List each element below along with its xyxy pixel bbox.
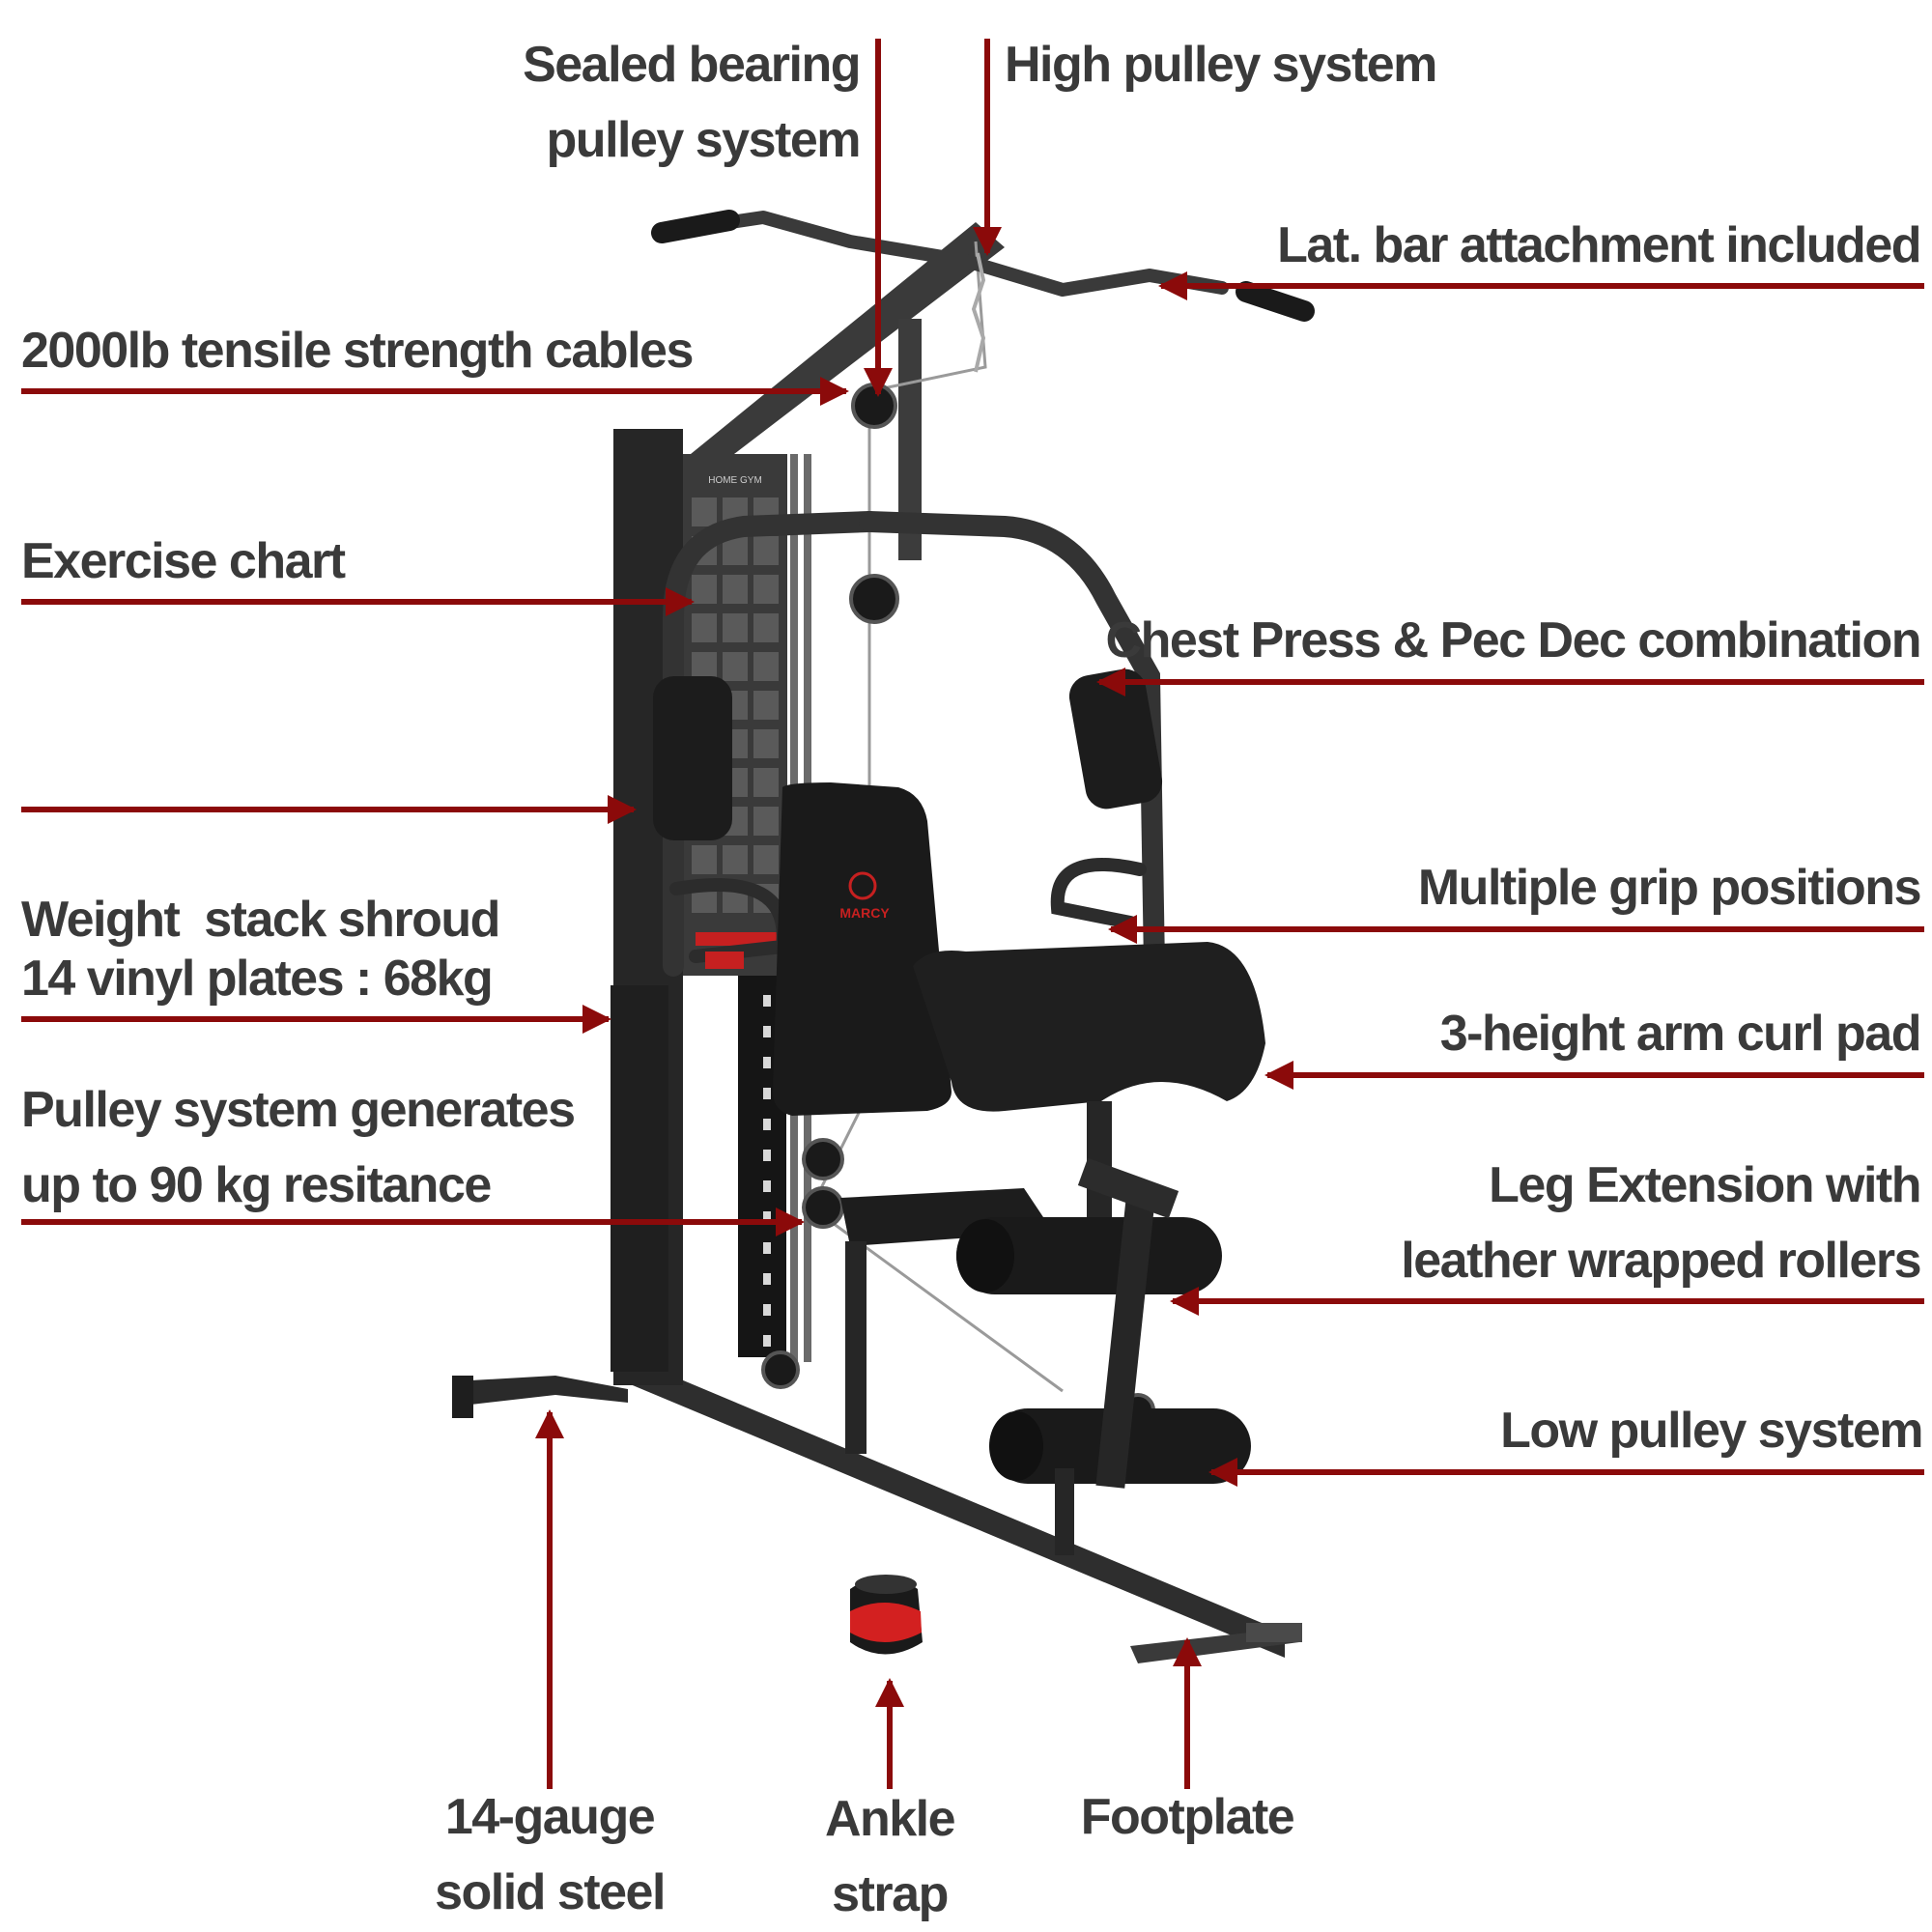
press-arm-right [859,511,1165,977]
label-exercise-chart: Exercise chart [21,533,346,589]
cable-top [868,241,987,393]
leg-extension-arm [1095,1197,1155,1489]
front-support [1055,1468,1074,1555]
upper-diagonal-frame [691,222,1005,454]
upper-roller [956,1217,1222,1294]
chart-header: HOME GYM [708,475,762,486]
leg-lever [1077,1157,1179,1219]
label-ankle-strap: Ankle strap [824,1791,956,1922]
label-leg-extension: Leg Extension with leather wrapped rolle… [1401,1157,1921,1289]
pulley-mid [849,574,899,624]
label-chest-press: Chest Press & Pec Dec combination [1105,612,1922,668]
brand-text: MARCY [839,905,890,921]
lat-bar-grip-right [1236,281,1315,322]
brand-logo-icon [848,871,877,900]
shroud-lower-panel [611,985,668,1372]
pulley-low-1 [802,1138,844,1180]
label-lat-bar: Lat. bar attachment included [1277,217,1921,273]
label-grip-positions: Multiple grip positions [1417,860,1922,916]
long-base-rail [628,1357,1285,1658]
pec-pad-left [653,676,732,840]
pulley-bottom [761,1350,800,1389]
upper-roller-end [956,1219,1014,1293]
leader-lines [21,39,1924,1789]
label-steel: 14-gauge solid steel [435,1789,666,1920]
rear-foot-left [452,1376,473,1418]
label-cables: 2000lb tensile strength cables [21,323,694,379]
press-arm-red-accent [705,952,744,969]
label-weight-shroud: Weight stack shroud [21,892,500,948]
seat-post [845,1241,867,1454]
lower-roller-end [989,1411,1043,1481]
stack-holes [763,995,771,1347]
label-pulley-resistance: Pulley system generates up to 90 kg resi… [21,1082,576,1213]
label-arm-curl: 3-height arm curl pad [1439,1006,1922,1062]
pulley-low-2 [802,1186,844,1229]
label-high-pulley: High pulley system [1005,37,1437,93]
rear-base-rail [454,1376,628,1406]
label-low-pulley: Low pulley system [1500,1403,1923,1459]
home-gym-machine: HOME GYM [452,210,1315,1663]
pulley-top [851,383,897,429]
lat-bar [660,211,1229,297]
grip-handle-right [1050,858,1147,929]
label-footplate: Footplate [1080,1789,1295,1845]
label-vinyl-plates: 14 vinyl plates : 68kg [21,951,494,1007]
label-sealed-bearing: Sealed bearing pulley system [523,37,861,168]
ankle-strap-illustration [850,1575,923,1655]
lat-bar-grip-left [651,210,740,243]
footplate-plate [1246,1623,1302,1642]
backrest [773,782,952,1116]
pec-pad-right [1068,668,1163,810]
arm-curl-pad [913,942,1265,1112]
lat-chain [971,252,986,373]
